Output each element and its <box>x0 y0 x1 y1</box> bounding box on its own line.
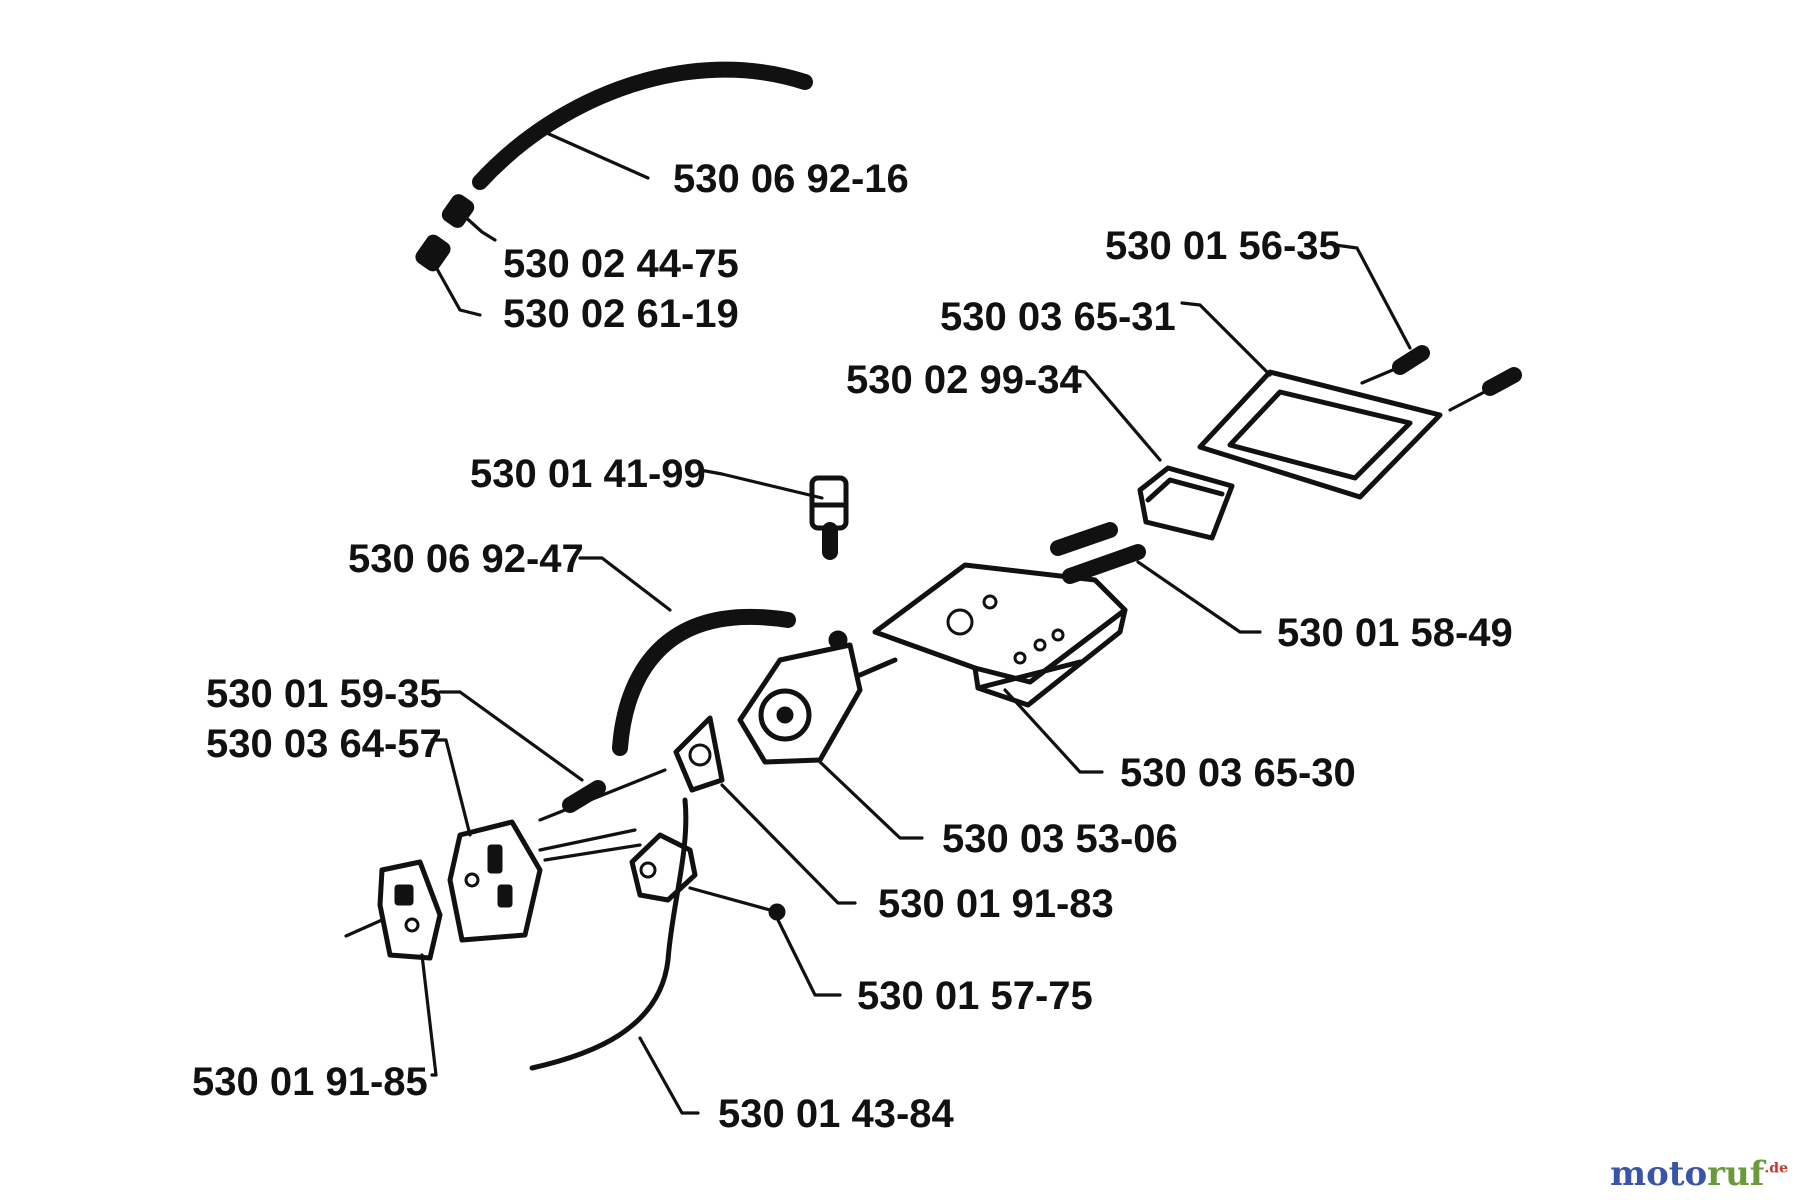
label-530-01-57-75: 530 01 57-75 <box>857 974 1093 1018</box>
label-530-03-65-31: 530 03 65-31 <box>940 295 1176 339</box>
gasket-side-screw-drawing <box>1448 367 1522 412</box>
watermark-part1: moto <box>1610 1154 1708 1194</box>
label-530-01-91-85: 530 01 91-85 <box>192 1060 428 1104</box>
label-530-02-99-34: 530 02 99-34 <box>846 358 1083 402</box>
label-530-01-59-35: 530 01 59-35 <box>206 672 442 716</box>
label-530-01-41-99: 530 01 41-99 <box>470 452 706 496</box>
fuel-line-cap-drawing <box>441 194 475 228</box>
air-filter-screws-drawing <box>1050 522 1146 584</box>
mounting-screw-drawing <box>538 768 667 822</box>
label-530-02-44-75: 530 02 44-75 <box>503 242 739 286</box>
air-filter-housing-drawing <box>872 562 1128 708</box>
label-530-01-43-84: 530 01 43-84 <box>718 1092 955 1136</box>
intake-manifold-drawing <box>629 832 698 903</box>
part-labels: 530 06 92-16 530 02 44-75 530 02 61-19 5… <box>192 157 1513 1136</box>
watermark-part2: ruf <box>1707 1154 1765 1194</box>
leader-lines <box>420 128 1412 1115</box>
label-530-03-53-06: 530 03 53-06 <box>942 817 1178 861</box>
watermark-logo: motoruf.de <box>1610 1154 1788 1194</box>
air-filter-cover-screw-drawing <box>1360 345 1430 385</box>
label-530-06-92-47: 530 06 92-47 <box>348 537 584 581</box>
primer-bulb-drawing <box>809 475 849 560</box>
watermark-suffix: .de <box>1764 1160 1788 1177</box>
label-530-03-64-57: 530 03 64-57 <box>206 722 442 766</box>
air-filter-gasket-drawing <box>1197 369 1443 500</box>
fuel-filter-drawing <box>415 234 451 272</box>
return-hose-drawing <box>612 608 796 756</box>
label-530-01-56-35: 530 01 56-35 <box>1105 224 1341 268</box>
label-530-03-65-30: 530 03 65-30 <box>1120 751 1356 795</box>
intake-gasket-drawing <box>344 859 443 961</box>
label-530-01-58-49: 530 01 58-49 <box>1277 611 1513 655</box>
air-filter-drawing <box>1137 465 1235 541</box>
carburetor-drawing <box>737 630 898 765</box>
intake-screw-drawing <box>688 886 786 921</box>
fuel-line-top-drawing <box>472 61 813 190</box>
label-530-06-92-16: 530 06 92-16 <box>673 157 909 201</box>
label-530-01-91-83: 530 01 91-83 <box>878 882 1114 926</box>
insulator-block-drawing <box>447 819 642 943</box>
carburetor-gasket-drawing <box>673 715 725 793</box>
fuel-hose-bottom-drawing <box>529 797 689 1071</box>
label-530-02-61-19: 530 02 61-19 <box>503 292 739 336</box>
